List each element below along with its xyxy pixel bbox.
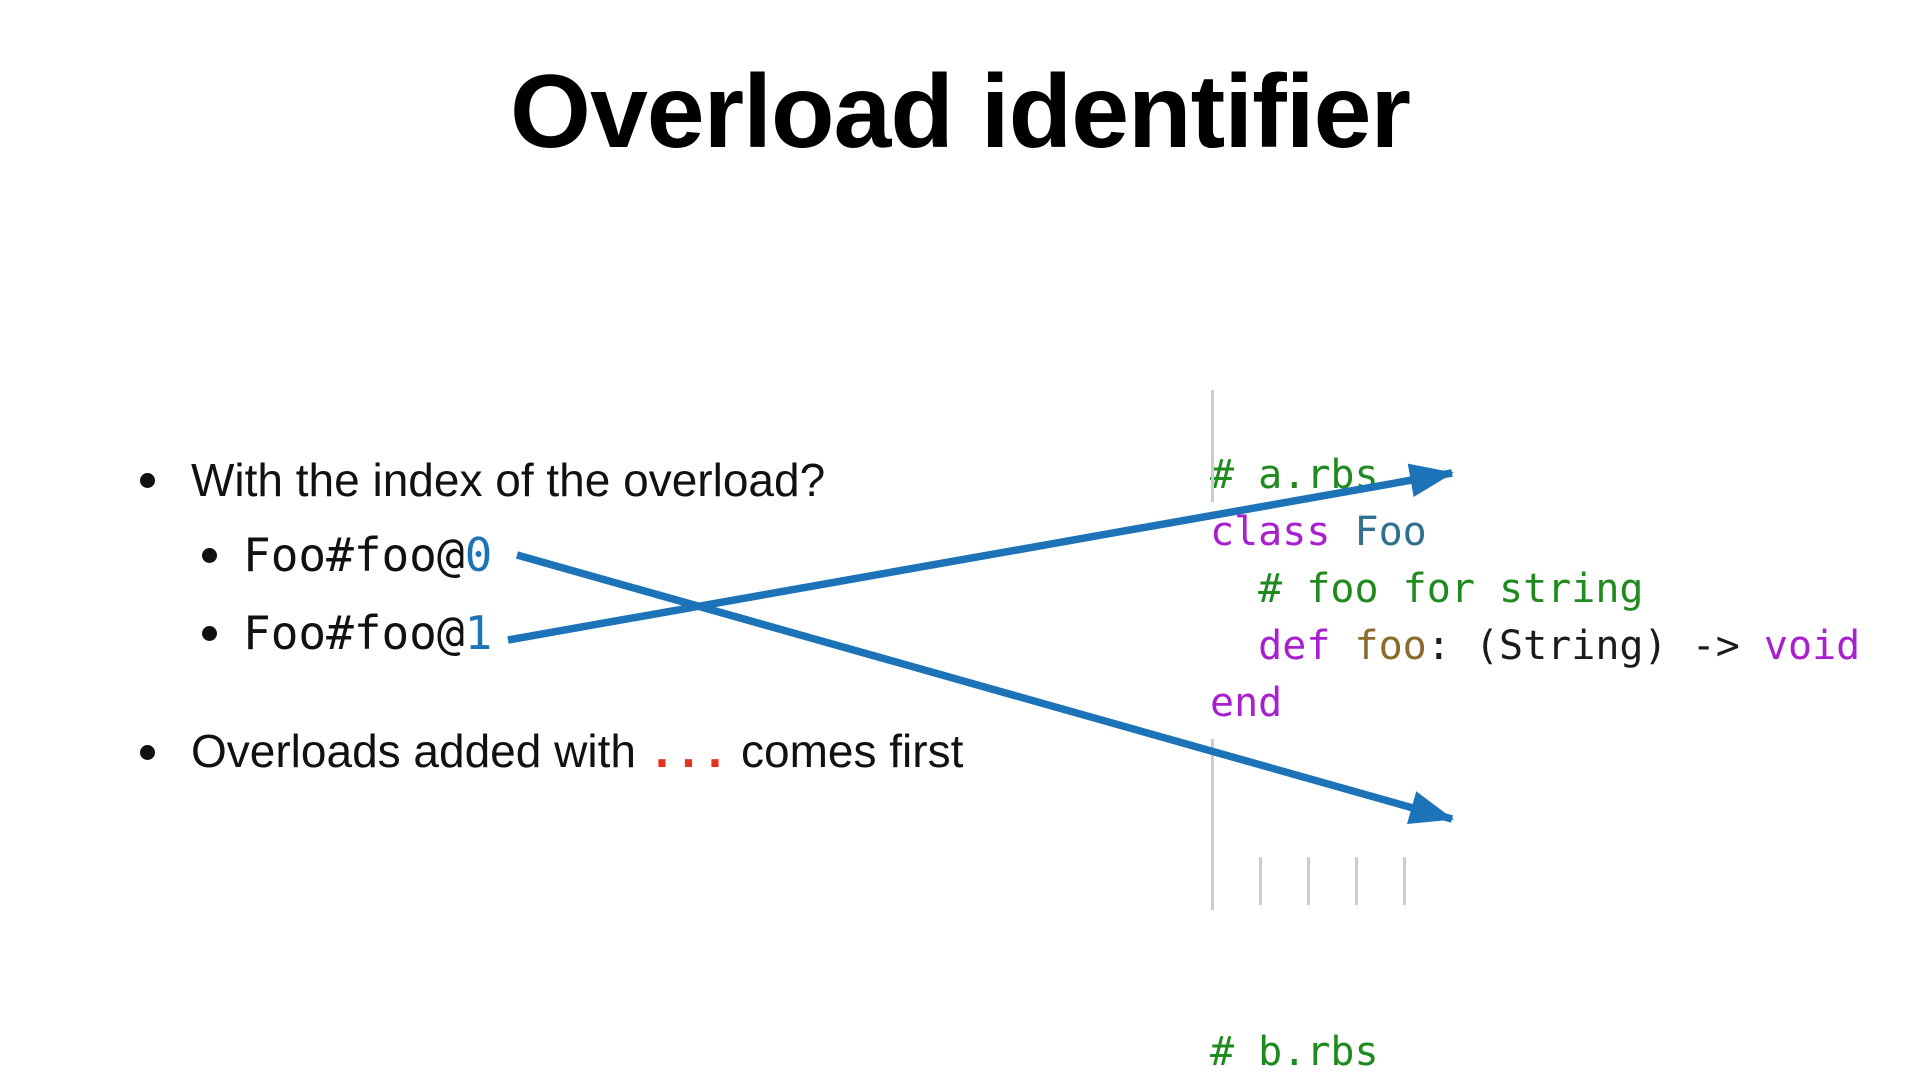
indent-guide: [1307, 857, 1310, 905]
overload-id-code: Foo#foo@1: [243, 606, 492, 660]
slide-title: Overload identifier: [510, 54, 1411, 170]
bullet-overloads-order: Overloads added with ... comes first: [140, 724, 963, 780]
overload-id-prefix: Foo#foo@: [243, 528, 465, 582]
overload-id-code: Foo#foo@0: [243, 528, 492, 582]
code-token-plain: [1330, 509, 1354, 555]
code-token-keyword: class: [1210, 509, 1331, 555]
bullet-overload-id-1: Foo#foo@1: [202, 606, 492, 660]
bullet-dot-icon: [202, 625, 217, 641]
code-line: # foo for string: [1210, 561, 1860, 618]
bullet-dot-icon: [202, 547, 217, 563]
code-token-comment: # a.rbs: [1210, 452, 1379, 498]
code-line: # a.rbs: [1210, 447, 1860, 504]
bullet-overload-id-0: Foo#foo@0: [202, 528, 492, 582]
bullet2-post: comes first: [728, 725, 964, 777]
code-token-comment: # foo for string: [1258, 566, 1644, 612]
indent-guide: [1259, 857, 1262, 905]
bullet-text: Overloads added with ... comes first: [191, 724, 963, 780]
overload-index: 0: [464, 528, 493, 582]
indent-guide: [1211, 390, 1214, 502]
code-token-type: Foo: [1354, 509, 1427, 555]
indent-guide: [1355, 857, 1358, 905]
indent-guide: [1211, 739, 1214, 910]
indent-guide: [1403, 857, 1406, 905]
code-token-plain: [1210, 566, 1258, 612]
ellipsis-code: ...: [648, 727, 729, 778]
bullet2-pre: Overloads added with: [191, 725, 649, 777]
code-line: class Foo: [1210, 504, 1860, 561]
bullet-dot-icon: [140, 472, 155, 488]
code-line: # b.rbs: [1210, 1024, 1884, 1080]
code-token-comment: # b.rbs: [1210, 1029, 1379, 1075]
overload-index: 1: [464, 606, 493, 660]
bullet-index-question: With the index of the overload?: [140, 453, 825, 507]
bullet-text: With the index of the overload?: [191, 454, 826, 506]
bullet-dot-icon: [140, 744, 155, 760]
code-token-keyword: void: [1763, 623, 1861, 669]
overload-id-prefix: Foo#foo@: [243, 606, 465, 660]
